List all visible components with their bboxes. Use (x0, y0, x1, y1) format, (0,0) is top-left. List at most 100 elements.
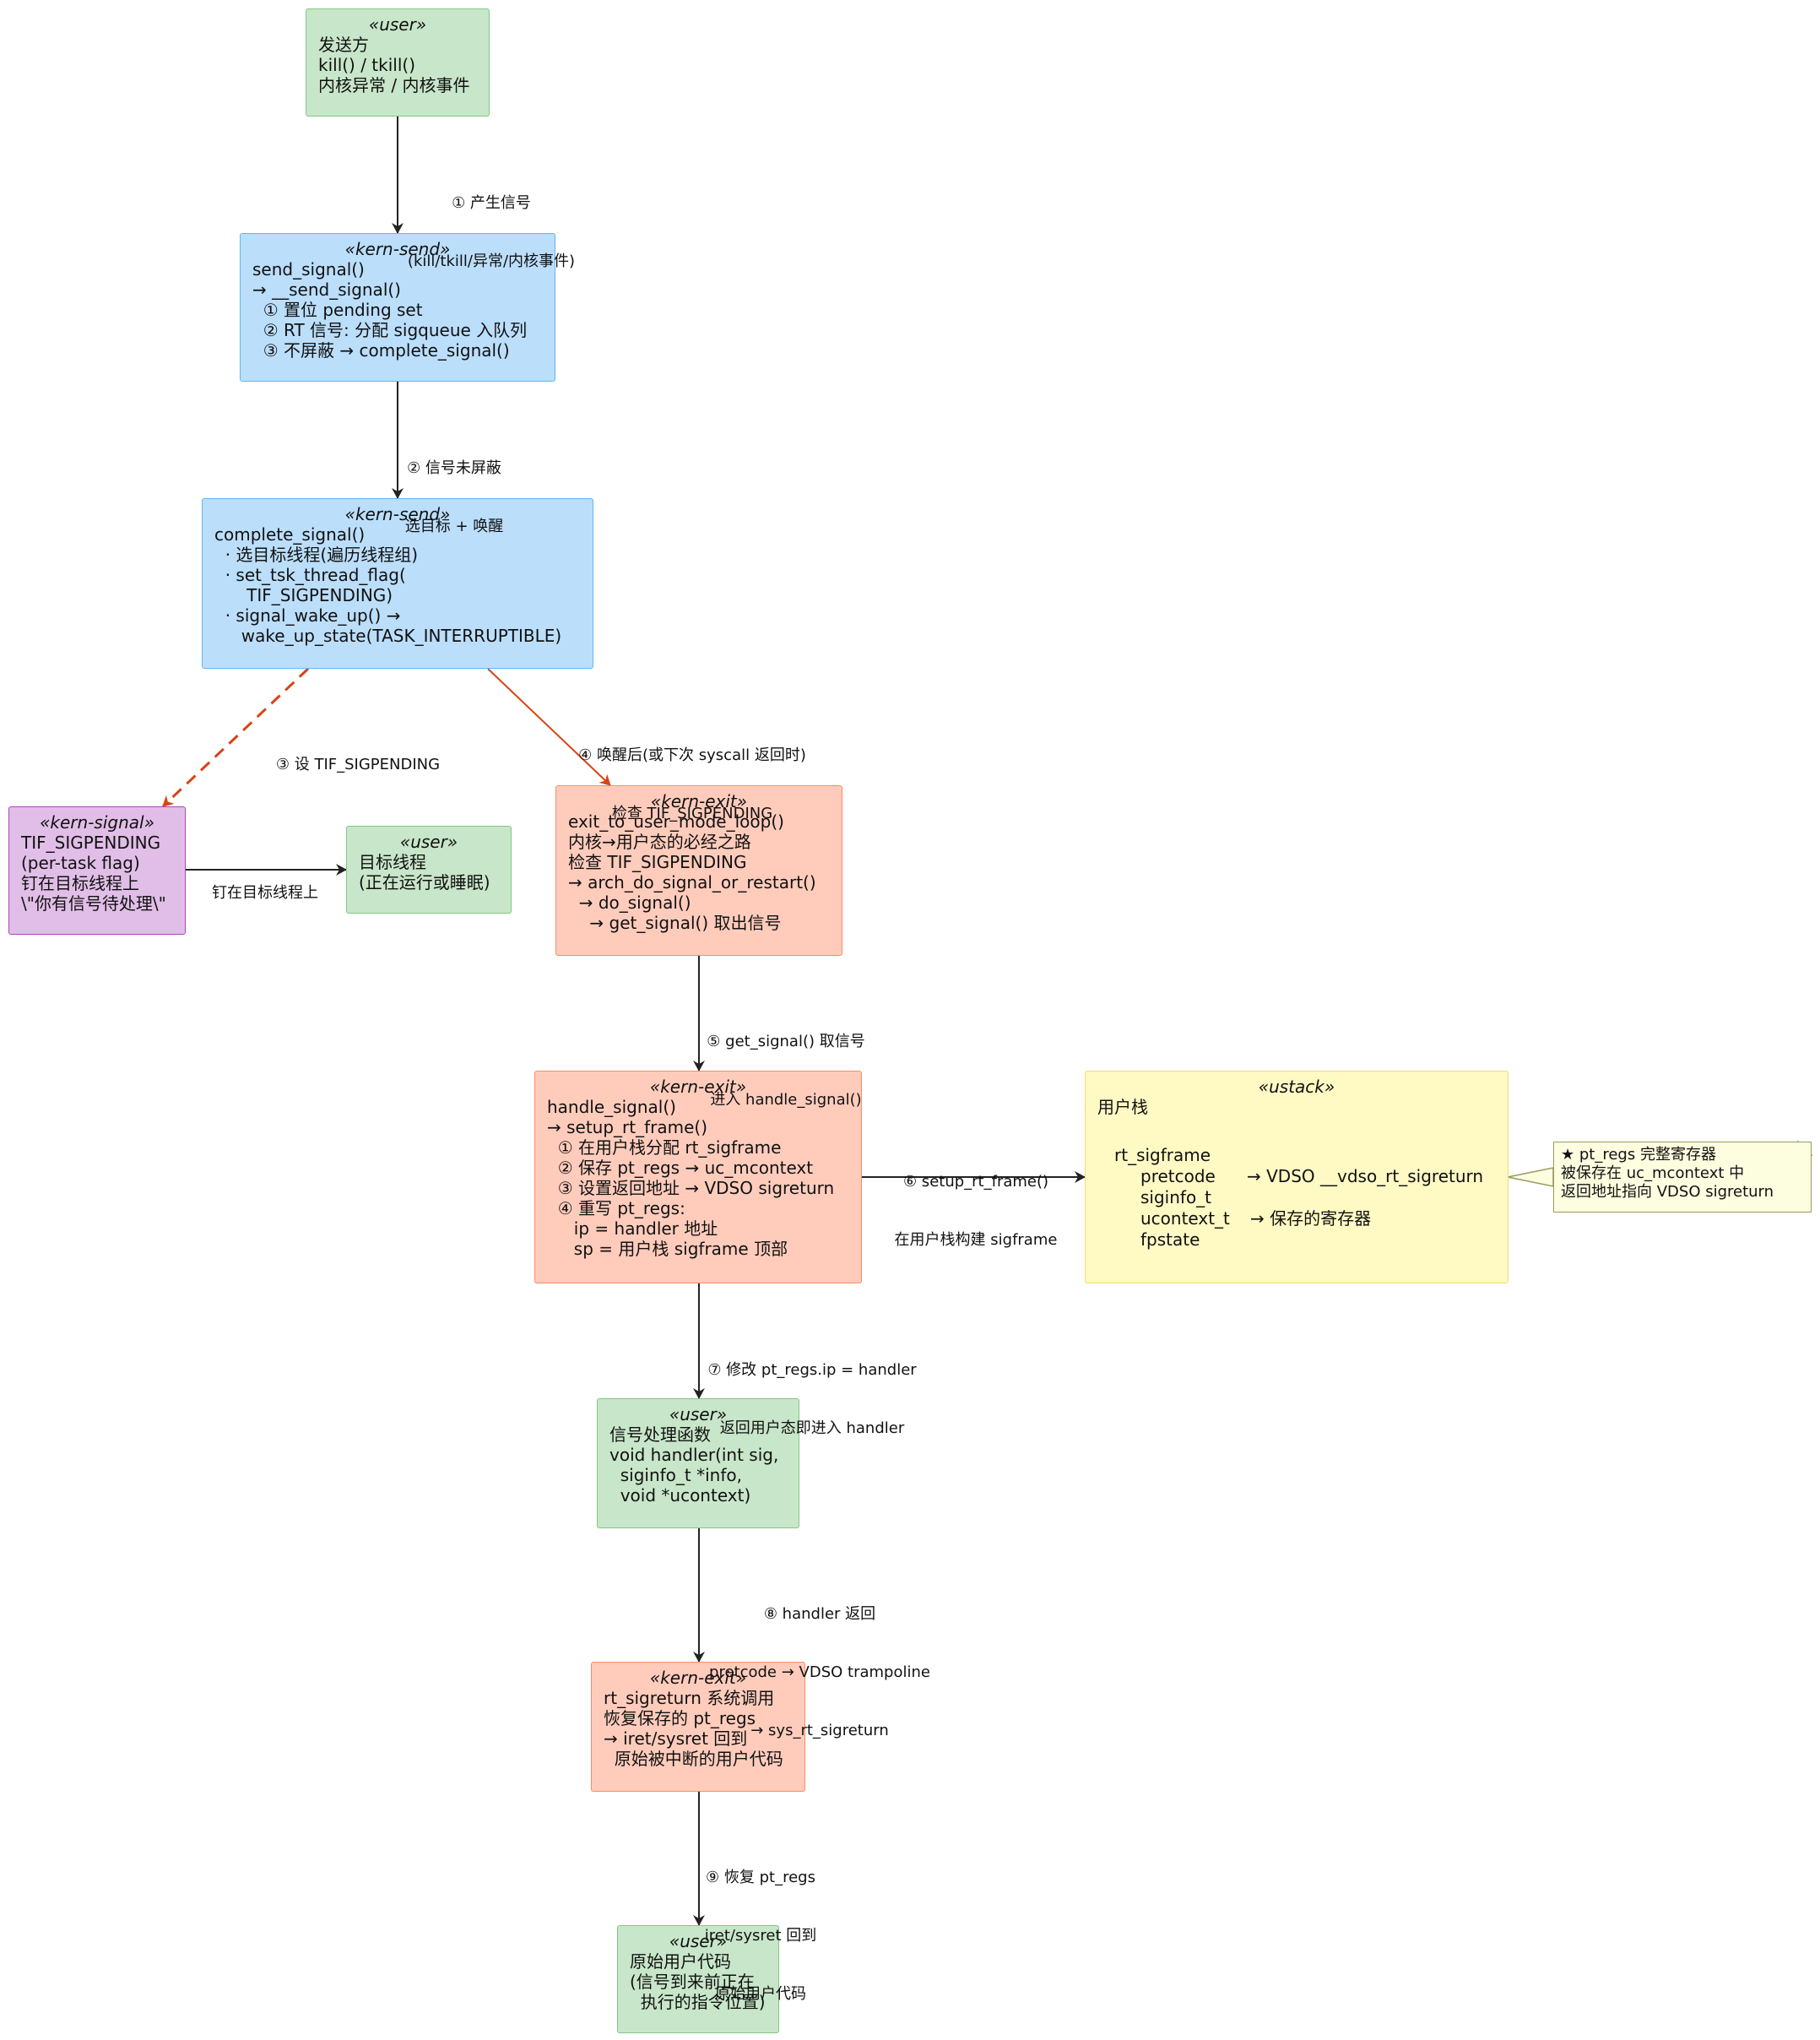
line: 执行的指令位置) (630, 1992, 766, 2012)
line: \"你有信号待处理\" (21, 893, 166, 914)
sigframe-field-siginfo: siginfo_t (1140, 1187, 1212, 1207)
line: send_signal() (252, 259, 365, 279)
note-pt-regs: ★ pt_regs 完整寄存器 被保存在 uc_mcontext 中 返回地址指… (1553, 1142, 1812, 1213)
label-line: 在用户栈构建 sigframe (894, 1231, 1058, 1249)
node-target-thread: «user» 目标线程 (正在运行或睡眠) (346, 826, 512, 914)
label-line: (kill/tkill/异常/内核事件) (407, 252, 576, 270)
edge-9-label: ⑨ 恢复 pt_regs iret/sysret 回到 原始用户代码 (697, 1829, 824, 2023)
node-send-signal: «kern-send» send_signal() → __send_signa… (240, 233, 555, 382)
note-line: 返回地址指向 VDSO sigreturn (1561, 1183, 1774, 1201)
line: → do_signal() (568, 892, 691, 913)
node-complete-signal: «kern-send» complete_signal() · 选目标线程(遍历… (202, 498, 593, 669)
line: ③ 不屏蔽 → complete_signal() (252, 340, 510, 361)
line: 原始被中断的用户代码 (604, 1749, 783, 1769)
label-line: ⑨ 恢复 pt_regs (706, 1869, 815, 1886)
line: 原始用户代码 (630, 1951, 731, 1972)
stereotype: «kern-exit» (649, 1668, 747, 1688)
sigframe-label: rt_sigframe (1114, 1145, 1211, 1165)
node-tif-sigpending: «kern-signal» TIF_SIGPENDING (per-task f… (8, 806, 186, 935)
label-line: 进入 handle_signal() (710, 1091, 862, 1109)
node-original-user-code: «user» 原始用户代码 (信号到来前正在 执行的指令位置) (617, 1925, 779, 2033)
line: handle_signal() (547, 1097, 676, 1117)
stereotype: «kern-send» (344, 239, 451, 259)
line: kill() / tkill() (318, 55, 416, 75)
label-line: ⑤ get_signal() 取信号 (707, 1033, 865, 1050)
note-line: 被保存在 uc_mcontext 中 (1561, 1164, 1745, 1182)
line: 信号处理函数 (609, 1424, 711, 1445)
line: void handler(int sig, (609, 1445, 779, 1465)
label-line: ③ 设 TIF_SIGPENDING (275, 756, 441, 773)
line: → get_signal() 取出信号 (568, 913, 782, 933)
sigframe-field-ucontext: ucontext_t (1140, 1208, 1230, 1229)
line: TIF_SIGPENDING (21, 833, 161, 853)
line: ④ 重写 pt_regs: (547, 1198, 685, 1218)
pretcode-target: → VDSO __vdso_rt_sigreturn (1247, 1166, 1484, 1186)
line: (per-task flag) (21, 853, 140, 873)
line: · signal_wake_up() → (214, 605, 401, 626)
line: 钉在目标线程上 (21, 873, 139, 893)
sigframe-field-pretcode: pretcode (1140, 1166, 1216, 1186)
label-line: ⑥ setup_rt_frame() (902, 1173, 1049, 1191)
line: ① 在用户栈分配 rt_sigframe (547, 1137, 782, 1158)
label-line: iret/sysret 回到 (704, 1927, 817, 1945)
stereotype: «user» (669, 1931, 728, 1951)
line: ③ 设置返回地址 → VDSO sigreturn (547, 1178, 835, 1198)
line: siginfo_t *info, (609, 1465, 742, 1485)
label-line: → sys_rt_sigreturn (750, 1722, 889, 1739)
line: 内核异常 / 内核事件 (318, 75, 470, 95)
edge-4-label: ④ 唤醒后(或下次 syscall 返回时) 检查 TIF_SIGPENDING (566, 707, 819, 843)
line: ② RT 信号: 分配 sigqueue 入队列 (252, 320, 528, 340)
edge-5-label: ⑤ get_signal() 取信号 进入 handle_signal() (697, 993, 875, 1129)
edge-7-label: ⑦ 修改 pt_regs.ip = handler 返回用户态即进入 handl… (697, 1321, 927, 1457)
line: ip = handler 地址 (547, 1218, 718, 1239)
label-line: ⑧ handler 返回 (763, 1605, 876, 1623)
line: 发送方 (318, 35, 369, 55)
stereotype: «kern-exit» (649, 1077, 747, 1097)
label-line: 原始用户代码 (715, 1985, 806, 2003)
sigframe-field-fpstate: fpstate (1140, 1229, 1200, 1250)
label-line: ① 产生信号 (452, 194, 531, 212)
line: 目标线程 (359, 852, 426, 872)
note-connector (1507, 1167, 1554, 1187)
stereotype: «kern-send» (344, 504, 451, 524)
note-line: ★ pt_regs 完整寄存器 (1561, 1146, 1716, 1164)
edge-2-label: ② 信号未屏蔽 选目标 + 唤醒 (398, 420, 510, 556)
line: ② 保存 pt_regs → uc_mcontext (547, 1158, 814, 1178)
label-line: pretcode → VDSO trampoline (709, 1663, 930, 1681)
stereotype: «kern-exit» (650, 791, 748, 811)
line: → iret/sysret 回到 (604, 1728, 748, 1749)
edge-pin-label: 钉在目标线程上 (198, 844, 333, 922)
line: wake_up_state(TASK_INTERRUPTIBLE) (214, 626, 562, 646)
user-stack-title: 用户栈 (1097, 1097, 1148, 1117)
line: → setup_rt_frame() (547, 1117, 708, 1137)
node-user-stack: «ustack» 用户栈 (1085, 1071, 1509, 1283)
line: void *ucontext) (609, 1485, 751, 1506)
line: 恢复保存的 pt_regs (604, 1708, 756, 1728)
edge-3-arrow (161, 667, 310, 808)
line: → __send_signal() (252, 279, 401, 300)
node-handle-signal: «kern-exit» handle_signal() → setup_rt_f… (534, 1071, 862, 1283)
node-signal-handler: «user» 信号处理函数 void handler(int sig, sigi… (597, 1398, 799, 1528)
edge-3-label: ③ 设 TIF_SIGPENDING (265, 716, 451, 794)
line: · 选目标线程(遍历线程组) (214, 545, 419, 565)
label-line: ② 信号未屏蔽 (407, 459, 501, 477)
line: exit_to_user_mode_loop() (568, 811, 784, 832)
edge-1-label: ① 产生信号 (kill/tkill/异常/内核事件) (398, 155, 584, 290)
edge-4-arrow (487, 668, 611, 786)
label-line: 选目标 + 唤醒 (404, 518, 504, 535)
edge-6-label: ⑥ setup_rt_frame() 在用户栈构建 sigframe (878, 1133, 1074, 1269)
line: rt_sigreturn 系统调用 (604, 1688, 775, 1708)
label-line: 返回用户态即进入 handler (719, 1419, 905, 1437)
ucontext-target: → 保存的寄存器 (1250, 1208, 1372, 1229)
line: TIF_SIGPENDING) (214, 585, 393, 605)
line: (信号到来前正在 (630, 1972, 755, 1992)
stereotype: «ustack» (1258, 1077, 1335, 1097)
node-rt-sigreturn: «kern-exit» rt_sigreturn 系统调用 恢复保存的 pt_r… (591, 1662, 805, 1792)
stereotype: «user» (368, 14, 427, 35)
line: → arch_do_signal_or_restart() (568, 872, 816, 892)
edge-8-label: ⑧ handler 返回 pretcode → VDSO trampoline … (697, 1565, 942, 1760)
node-exit-to-user-mode-loop: «kern-exit» exit_to_user_mode_loop() 内核→… (555, 785, 842, 956)
line: 内核→用户态的必经之路 (568, 832, 751, 852)
line: · set_tsk_thread_flag( (214, 565, 406, 585)
label-line: 检查 TIF_SIGPENDING (611, 805, 773, 822)
